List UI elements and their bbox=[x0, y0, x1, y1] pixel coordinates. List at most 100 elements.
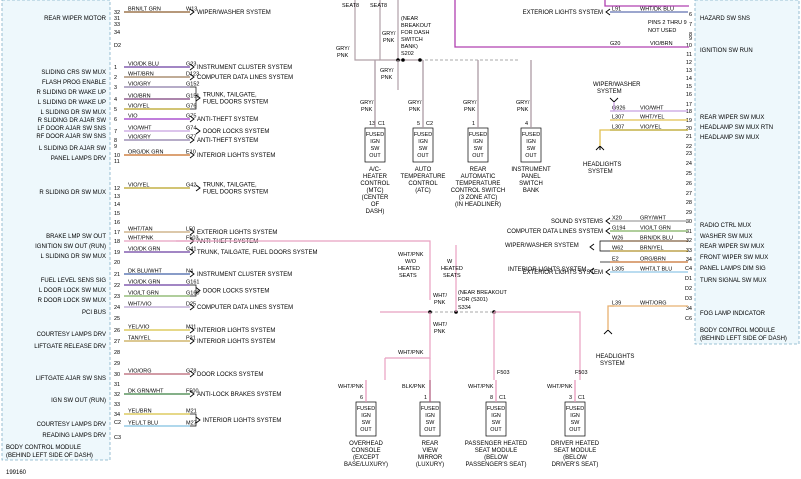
wire-destination: INTERIOR LIGHTS SYSTEM bbox=[197, 339, 275, 345]
bot-wo-2: W/O bbox=[405, 259, 417, 265]
wire-circuit: W62 bbox=[612, 246, 623, 252]
left-pin: 34 bbox=[114, 30, 120, 36]
wire-color: VIO/YEL bbox=[128, 104, 149, 110]
fuse-pin: 6 bbox=[360, 395, 363, 401]
left-pin: 29 bbox=[114, 361, 120, 367]
component-label: A/C- bbox=[369, 167, 381, 173]
left-pin: 21 bbox=[114, 272, 120, 278]
group-destination: DOOR LOCKS SYSTEM bbox=[203, 129, 269, 135]
bot-wp3: WHT/PNK bbox=[398, 350, 424, 356]
top-breakout-2: FOR DASH bbox=[401, 30, 429, 36]
wire-circuit: L305 bbox=[612, 267, 624, 273]
wire-color: VIO/GRY bbox=[128, 82, 151, 88]
left-pin: 5 bbox=[114, 107, 117, 113]
right-pin: 24 bbox=[686, 161, 692, 167]
bot-wp2-2: PNK bbox=[434, 329, 446, 335]
bot-wo-1: WHT/PNK bbox=[398, 252, 424, 258]
wire-destination: INTERIOR LIGHTS SYSTEM bbox=[197, 153, 275, 159]
left-pin: 31 bbox=[114, 16, 120, 22]
fuse-pin: 1 bbox=[472, 121, 475, 127]
left-pin: 24 bbox=[114, 305, 120, 311]
bot-wo-4: SEATS bbox=[399, 273, 417, 279]
right-module-label: FRONT WIPER SW MUX bbox=[700, 255, 768, 261]
group-destination: FUEL DOORS SYSTEM bbox=[203, 100, 268, 106]
component-label: HEATER bbox=[363, 174, 388, 180]
fuse-pin: 3 bbox=[569, 395, 572, 401]
seats-2: SEAT8 bbox=[370, 3, 387, 9]
left-pin: 20 bbox=[114, 260, 120, 266]
right-pin: 16 bbox=[686, 92, 692, 98]
bot-wp2-1: WHT/ bbox=[433, 322, 448, 328]
bot-breakout-1: (NEAR BREAKOUT bbox=[458, 290, 508, 296]
wire-destination: EXTERIOR LIGHTS SYSTEM bbox=[523, 270, 603, 276]
left-pin: 16 bbox=[114, 220, 120, 226]
wire-circuit: G74 bbox=[186, 126, 196, 132]
left-pin: C3 bbox=[114, 435, 121, 441]
component-label: OF bbox=[371, 202, 380, 208]
right-multiple-system-group: WIPER/WASHER SYSTEM INTERIOR LIGHTS SYST… bbox=[505, 243, 634, 367]
left-wire-group: TRUNK, TAILGATE,FUEL DOORS SYSTEM bbox=[195, 183, 268, 196]
fuse-wire-color: GRY/ bbox=[516, 100, 530, 106]
component-label: (CENTER bbox=[362, 195, 389, 201]
right-pin: 9 bbox=[689, 36, 692, 42]
right-body-control-module bbox=[694, 0, 800, 345]
left-module-label: RF DOOR AJAR SW SNS bbox=[36, 134, 106, 140]
wire-color: ORG/DK GRN bbox=[128, 150, 163, 156]
left-module-label: PCI BUS bbox=[82, 310, 106, 316]
fuse-pin: 1 bbox=[424, 395, 427, 401]
bot-f503: F503 bbox=[497, 370, 510, 376]
right-pin: 32 bbox=[686, 238, 692, 244]
right-pin: 17 bbox=[686, 102, 692, 108]
right-module-label: REAR WIPER SW MUX bbox=[700, 115, 764, 121]
fuse-text: SW bbox=[571, 420, 581, 426]
headlights-2-b: SYSTEM bbox=[600, 361, 625, 367]
left-module-label: COURTESY LAMPS DRV bbox=[37, 422, 106, 428]
right-pin: 23 bbox=[686, 151, 692, 157]
left-pin: 3 bbox=[114, 85, 117, 91]
left-module-label: PANEL LAMPS DRV bbox=[51, 156, 106, 162]
wire-circuit: L307 bbox=[612, 115, 624, 121]
left-pin: 18 bbox=[114, 239, 120, 245]
seats-1: SEAT8 bbox=[342, 3, 359, 9]
top-breakout-5: S202 bbox=[401, 51, 414, 57]
component-label: OVERHEAD bbox=[349, 441, 383, 447]
wire-color: WHT/PNK bbox=[128, 236, 154, 242]
diagram-number: 199160 bbox=[6, 470, 27, 476]
pins-note-2: NOT USED bbox=[648, 28, 676, 34]
right-pin: 22 bbox=[686, 144, 692, 150]
fuse-pin: 5 bbox=[417, 121, 420, 127]
component-label: AUTOMATIC bbox=[461, 174, 496, 180]
wire-destination: COMPUTER DATA LINES SYSTEM bbox=[197, 305, 293, 311]
wire-destination: ANTI-THEFT SYSTEM bbox=[197, 117, 258, 123]
right-pin: 20 bbox=[686, 126, 692, 132]
wire-color: WHT/TAN bbox=[128, 227, 153, 233]
right-pin: D3 bbox=[685, 296, 692, 302]
right-pin: 11 bbox=[686, 52, 692, 58]
wire-circuit: W13 bbox=[186, 7, 197, 13]
wire-destination: ANTI-THEFT SYSTEM bbox=[197, 239, 258, 245]
top-wire-c-1: GRY/ bbox=[380, 68, 394, 74]
bot-w-3: SEATS bbox=[443, 273, 461, 279]
wire-color: BRN/LT GRN bbox=[128, 7, 161, 13]
right-pin: 30 bbox=[686, 219, 692, 225]
bot-breakout-2: FOR (S301) bbox=[458, 297, 488, 303]
left-module-label: LF DOOR AJAR SW SNS bbox=[37, 126, 106, 132]
wire-destination: ANTI-THEFT SYSTEM bbox=[197, 138, 258, 144]
top-wire-c-2: PNK bbox=[381, 75, 393, 81]
left-pin: 19 bbox=[114, 250, 120, 256]
